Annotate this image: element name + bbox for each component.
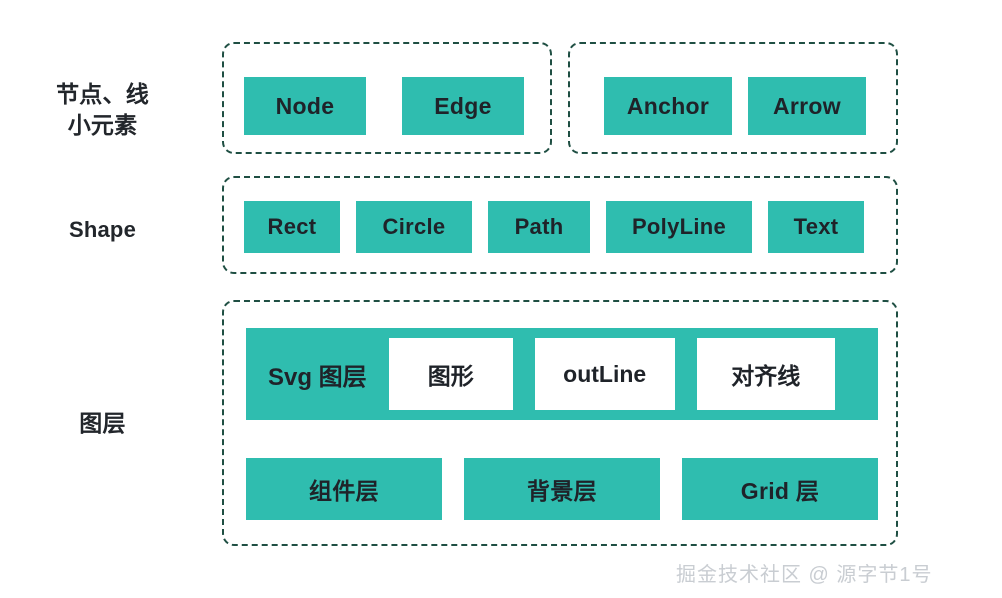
svg-layer-title: Svg 图层 [268, 363, 367, 391]
group-layers: Svg 图层 图形 outLine 对齐线 组件层 背景层 Grid 层 [222, 300, 898, 546]
watermark: 掘金技术社区 @ 源字节1号 [676, 564, 933, 586]
chip-edge[interactable]: Edge [402, 77, 524, 135]
row-label-layer-line-1: 图层 [79, 410, 126, 436]
chip-arrow[interactable]: Arrow [748, 77, 866, 135]
group-shapes: Rect Circle Path PolyLine Text [222, 176, 898, 274]
row-label-shape: Shape [0, 215, 205, 244]
svg-layer-bar[interactable]: Svg 图层 图形 outLine 对齐线 [246, 328, 878, 420]
chip-background-layer[interactable]: 背景层 [464, 458, 660, 520]
svg-sub-chip-alignline[interactable]: 对齐线 [696, 338, 835, 410]
row-label-shape-line-1: Shape [68, 217, 137, 242]
chip-text[interactable]: Text [768, 201, 864, 253]
svg-sub-chip-outline[interactable]: outLine [534, 338, 675, 410]
chip-rect[interactable]: Rect [244, 201, 340, 253]
chip-component-layer[interactable]: 组件层 [246, 458, 442, 520]
chip-circle[interactable]: Circle [356, 201, 472, 253]
chip-path[interactable]: Path [488, 201, 590, 253]
chip-polyline[interactable]: PolyLine [606, 201, 752, 253]
row-label-elements: 节点、线 小元素 [0, 79, 205, 141]
row-label-layer: 图层 [0, 408, 205, 439]
row-label-elements-line-2: 小元素 [67, 111, 138, 138]
chip-node[interactable]: Node [244, 77, 366, 135]
group-node-edge: Node Edge [222, 42, 552, 154]
svg-sub-chip-graphic[interactable]: 图形 [388, 338, 513, 410]
row-label-elements-line-1: 节点、线 [56, 81, 149, 107]
group-anchor-arrow: Anchor Arrow [568, 42, 898, 154]
chip-grid-layer[interactable]: Grid 层 [682, 458, 878, 520]
chip-anchor[interactable]: Anchor [604, 77, 732, 135]
